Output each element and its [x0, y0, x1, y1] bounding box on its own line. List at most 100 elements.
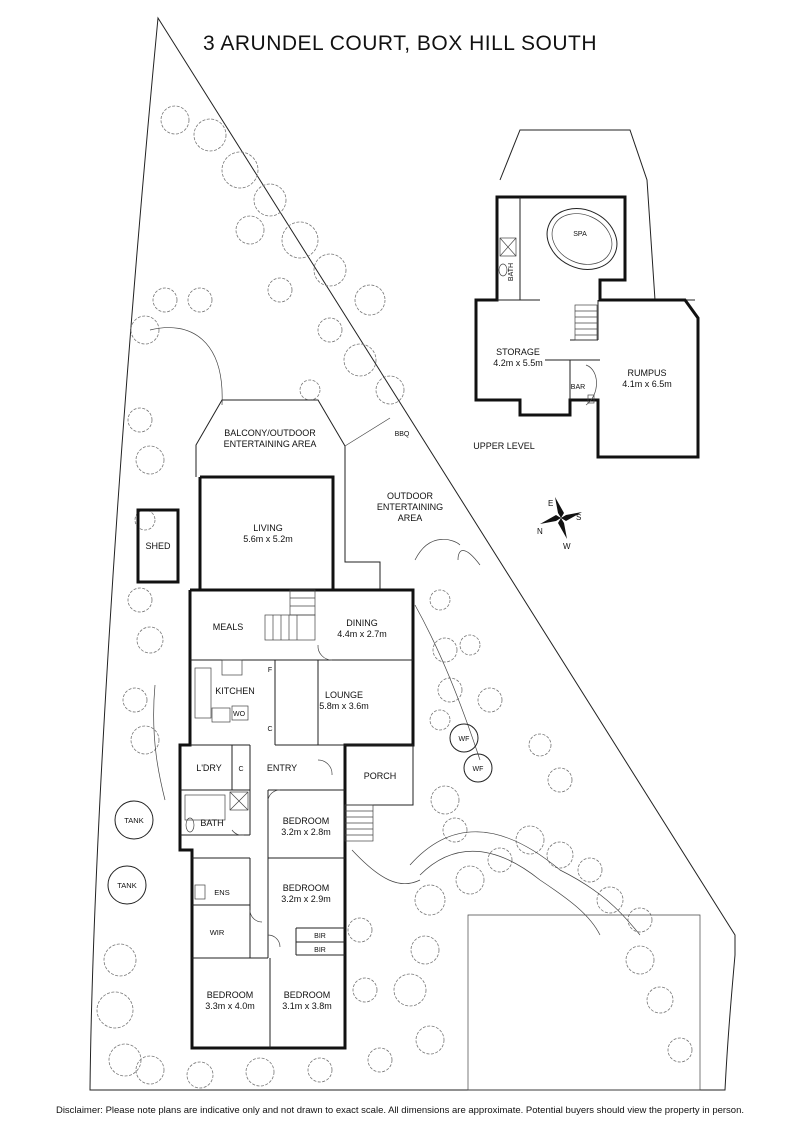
tree-outline — [103, 943, 137, 977]
tree-outline — [221, 151, 259, 189]
shed: SHED — [136, 508, 180, 584]
wir-label: WIR — [210, 928, 225, 937]
bedroom-label: BEDROOM — [284, 990, 331, 1000]
bedroom-dims: 3.2m x 2.8m — [281, 827, 331, 837]
stairs — [264, 589, 316, 641]
tree-outline — [343, 343, 377, 377]
compass-w: W — [563, 542, 571, 551]
tree-outline — [186, 1061, 214, 1089]
tree-outline — [130, 725, 160, 755]
tree-outline — [430, 785, 460, 815]
tree-outline — [193, 118, 227, 152]
tree-outline — [546, 841, 574, 869]
lawn-area — [467, 914, 701, 1091]
tree-outline — [127, 587, 153, 613]
wo-label: WO — [233, 711, 246, 718]
balcony-label: ENTERTAINING AREA — [224, 439, 317, 449]
tree-outline — [515, 825, 545, 855]
water-features: WF WF — [449, 723, 493, 783]
wf-label: WF — [473, 766, 484, 773]
tree-outline — [253, 183, 287, 217]
compass-e: E — [548, 499, 553, 508]
dining-dims: 4.4m x 2.7m — [337, 629, 387, 639]
tree-outline — [187, 287, 213, 313]
disclaimer: Disclaimer: Please note plans are indica… — [55, 1105, 745, 1116]
garden-trees — [96, 105, 693, 1089]
tree-outline — [547, 767, 573, 793]
meals-label: MEALS — [213, 622, 244, 632]
tree-outline — [313, 253, 347, 287]
bar-label: BAR — [571, 384, 585, 391]
tree-outline — [281, 221, 319, 259]
tree-outline — [667, 1037, 693, 1063]
kitchen-label: KITCHEN — [215, 686, 255, 696]
tree-outline — [528, 733, 552, 757]
tree-outline — [646, 986, 674, 1014]
tree-outline — [414, 884, 446, 916]
tree-outline — [127, 407, 153, 433]
tree-outline — [235, 215, 265, 245]
laundry-label: L'DRY — [196, 763, 222, 773]
upper-level — [474, 129, 700, 459]
tank-label: TANK — [124, 816, 143, 825]
property-boundary — [89, 16, 736, 1091]
c-label: C — [267, 726, 272, 733]
tree-outline — [136, 626, 164, 654]
tree-outline — [352, 977, 378, 1003]
c-label: C — [238, 766, 243, 773]
tree-outline — [415, 1025, 445, 1055]
bedroom-label: BEDROOM — [283, 816, 330, 826]
tree-outline — [625, 945, 655, 975]
tree-outline — [437, 677, 463, 703]
tree-outline — [375, 375, 405, 405]
tree-outline — [410, 935, 440, 965]
bedroom-dims: 3.1m x 3.8m — [282, 1001, 332, 1011]
compass-n: N — [537, 527, 543, 536]
balcony-label: BALCONY/OUTDOOR — [224, 428, 316, 438]
bedroom-dims: 3.2m x 2.9m — [281, 894, 331, 904]
tree-outline — [487, 847, 513, 873]
tree-outline — [455, 865, 485, 895]
tree-outline — [135, 445, 165, 475]
outdoor-label: OUTDOOR — [387, 491, 433, 501]
tree-outline — [354, 284, 386, 316]
living-dims: 5.6m x 5.2m — [243, 534, 293, 544]
plan-title: 3 ARUNDEL COURT, BOX HILL SOUTH — [203, 32, 597, 55]
bedroom-dims: 3.3m x 4.0m — [205, 1001, 255, 1011]
lounge-dims: 5.8m x 3.6m — [319, 701, 369, 711]
water-tanks: TANK TANK — [107, 800, 154, 905]
tree-outline — [429, 589, 451, 611]
tree-outline — [477, 687, 503, 713]
tree-outline — [577, 857, 603, 883]
bedroom-label: BEDROOM — [207, 990, 254, 1000]
tree-outline — [429, 709, 451, 731]
tree-outline — [122, 687, 148, 713]
lounge-label: LOUNGE — [325, 690, 363, 700]
storage-label: STORAGE — [496, 347, 540, 357]
tree-outline — [307, 1057, 333, 1083]
outdoor-label: AREA — [398, 513, 423, 523]
storage-dims: 4.2m x 5.5m — [493, 358, 543, 368]
tree-outline — [596, 886, 624, 914]
bir-label: BIR — [314, 947, 326, 954]
compass: E S N W — [537, 497, 582, 551]
tree-outline — [442, 817, 468, 843]
upper-bath-label: BATH — [508, 263, 515, 281]
tree-outline — [347, 917, 373, 943]
living-label: LIVING — [253, 523, 283, 533]
tank-label: TANK — [117, 881, 136, 890]
entry-label: ENTRY — [267, 763, 297, 773]
tree-outline — [96, 991, 134, 1029]
porch-label: PORCH — [364, 771, 397, 781]
f-label: F — [268, 667, 272, 674]
tree-outline — [108, 1043, 142, 1077]
tree-outline — [393, 973, 427, 1007]
garden-paths — [149, 327, 641, 936]
tree-outline — [432, 637, 458, 663]
rumpus-dims: 4.1m x 6.5m — [622, 379, 672, 389]
spa-label: SPA — [573, 231, 587, 238]
rumpus-label: RUMPUS — [627, 368, 666, 378]
room-labels: BALCONY/OUTDOOR ENTERTAINING AREA OUTDOO… — [196, 231, 672, 1011]
outdoor-label: ENTERTAINING — [377, 502, 443, 512]
